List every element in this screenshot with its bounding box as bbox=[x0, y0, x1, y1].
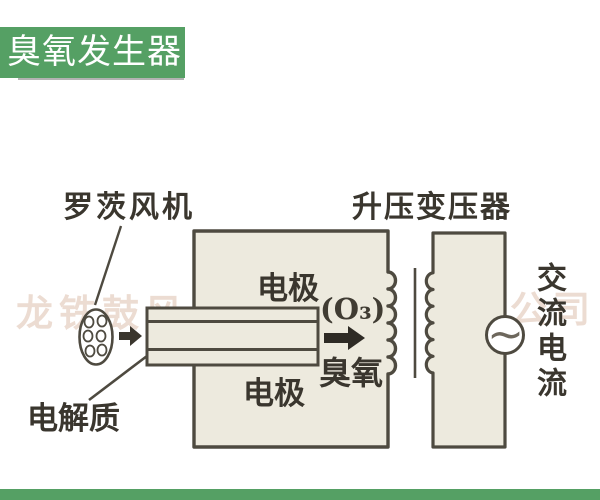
watermark-right-text: 公司 bbox=[510, 290, 596, 331]
o3-label: (O₃) bbox=[320, 292, 386, 326]
transformer-label: 升压变压器 bbox=[352, 191, 512, 224]
page-title: 臭氧发生器 bbox=[7, 33, 182, 71]
electrolyte-label: 电解质 bbox=[27, 401, 120, 436]
secondary-circuit-box bbox=[424, 231, 507, 449]
ac-source-icon bbox=[485, 315, 525, 355]
electrode-top-label: 电极 bbox=[257, 271, 319, 306]
ac-wave-symbol: ~ bbox=[487, 309, 524, 360]
title-underline bbox=[18, 78, 184, 80]
title-bar: 臭氧发生器 bbox=[0, 27, 185, 78]
footer-bar bbox=[0, 489, 600, 500]
blower-leader-line bbox=[93, 225, 123, 306]
electrode-bottom-label: 电极 bbox=[243, 376, 305, 411]
roots-blower-icon bbox=[78, 308, 114, 366]
blower-label: 罗茨风机 bbox=[63, 191, 195, 224]
airflow-arrow-icon bbox=[119, 326, 142, 346]
discharge-tube bbox=[145, 306, 320, 367]
electrolyte-leader-line bbox=[88, 354, 148, 402]
ac-current-label: 交流电流 bbox=[532, 262, 565, 402]
ozone-label: 臭氧 bbox=[319, 355, 384, 391]
ozone-arrow-icon bbox=[324, 326, 365, 350]
